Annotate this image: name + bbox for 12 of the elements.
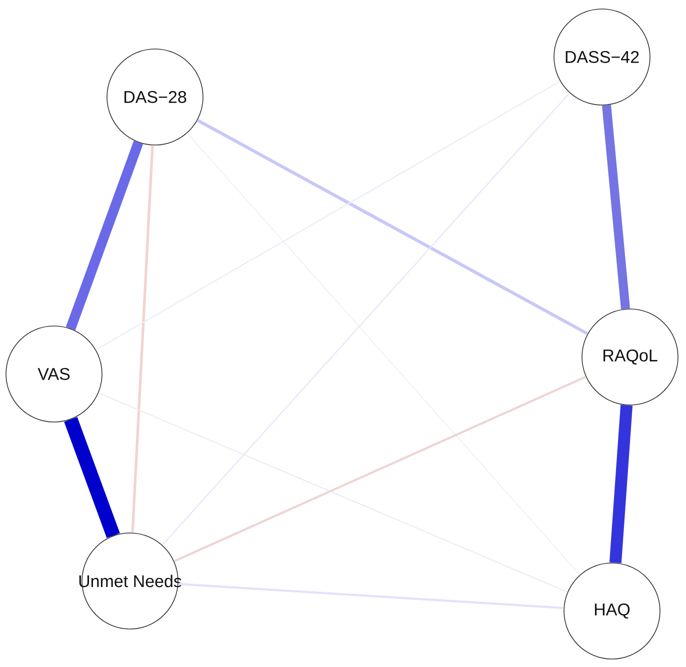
connector-line [131, 145, 154, 533]
connector-line [196, 118, 588, 336]
connector-line [98, 392, 568, 593]
connector-line [186, 132, 580, 576]
connector-line [602, 104, 630, 310]
connector-line [174, 376, 586, 562]
connector-line [162, 92, 570, 546]
connector-line [96, 80, 560, 350]
connector-line [64, 417, 120, 538]
connector-line [178, 582, 564, 610]
connector-line [609, 404, 633, 564]
connector-line [66, 140, 144, 330]
